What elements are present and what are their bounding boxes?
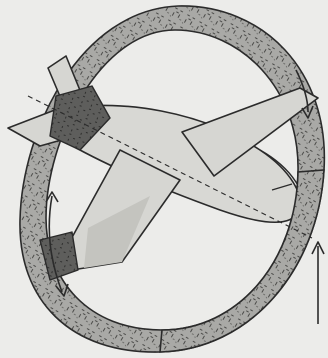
airplane-ring-illustration xyxy=(0,0,328,358)
illustration-canvas xyxy=(0,0,328,358)
